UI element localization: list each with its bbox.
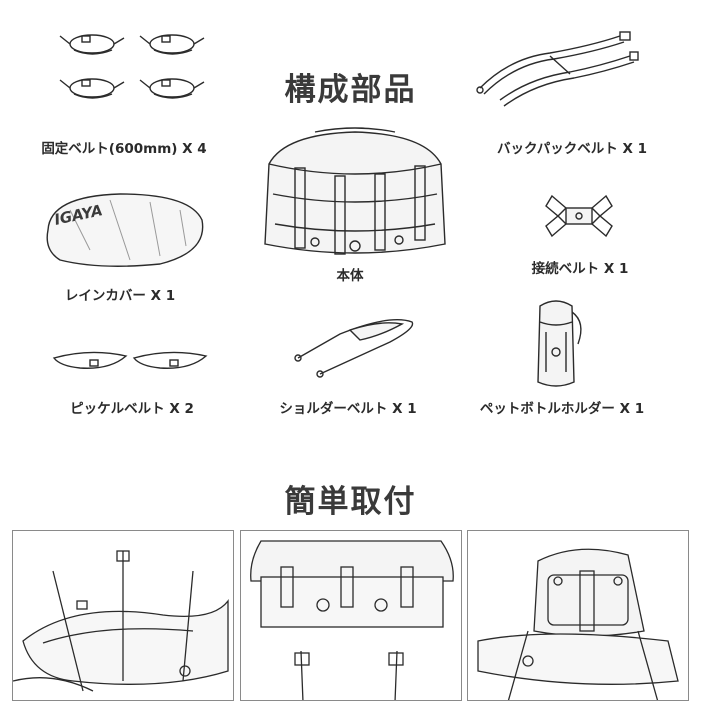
install-step-1-illustration: [13, 550, 229, 692]
install-step-2-panel: [240, 530, 462, 701]
fixed-belt-3: [59, 78, 125, 99]
install-step-3-panel: [467, 530, 689, 701]
shoulder-belt-label: ショルダーベルト X 1: [279, 401, 417, 417]
fixed-belt-4: [139, 78, 205, 99]
fixed-belt-1: [59, 34, 125, 55]
main-body-illustration: [264, 127, 446, 255]
rain-cover-illustration: [46, 193, 204, 267]
fixed-belt-illustration: [59, 34, 205, 99]
pickel-belt-illustration: [52, 351, 208, 369]
parts-heading: 構成部品: [284, 72, 417, 108]
main-body-label: 本体: [336, 268, 364, 284]
install-step-2-illustration: [250, 540, 454, 700]
install-step-1-panel: [12, 530, 234, 701]
bottle-holder-illustration: [537, 300, 582, 387]
rain-cover-label: レインカバー X 1: [64, 288, 176, 304]
install-heading: 簡単取付: [284, 484, 417, 520]
connect-belt-illustration: [545, 194, 613, 238]
bottle-holder-label: ペットボトルホルダー X 1: [479, 401, 645, 417]
fixed-belt-label: 固定ベルト(600mm) X 4: [41, 141, 207, 157]
pickel-belt-label: ピッケルベルト X 2: [70, 401, 194, 417]
shoulder-belt-illustration: [294, 319, 414, 378]
fixed-belt-2: [139, 34, 205, 55]
install-step-3-illustration: [477, 548, 679, 700]
backpack-belt-illustration: [476, 31, 639, 107]
backpack-belt-label: バックパックベルト X 1: [496, 141, 648, 157]
connect-belt-label: 接続ベルト X 1: [531, 261, 629, 277]
